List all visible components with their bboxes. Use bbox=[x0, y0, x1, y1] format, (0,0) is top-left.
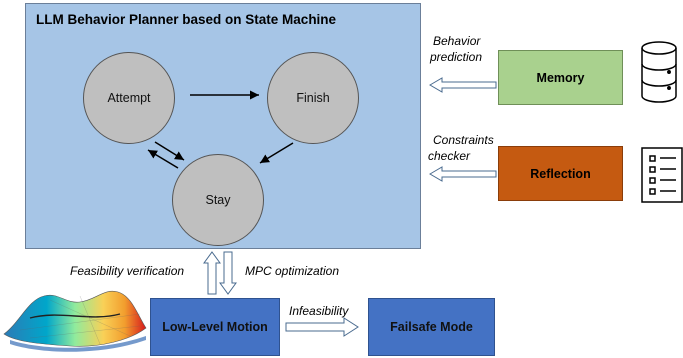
memory-label: Memory bbox=[536, 70, 585, 85]
state-finish-label: Finish bbox=[296, 91, 330, 105]
state-attempt-label: Attempt bbox=[107, 91, 151, 105]
hollow-arrow-mpc-down bbox=[219, 251, 237, 295]
arrow-stay-to-attempt bbox=[147, 149, 179, 169]
planner-title: LLM Behavior Planner based on State Mach… bbox=[36, 12, 337, 27]
behavior-prediction-label-line1: Behavior bbox=[433, 34, 481, 48]
checklist-icon bbox=[641, 147, 683, 203]
state-stay: Stay bbox=[172, 154, 264, 246]
hollow-arrow-memory-to-planner bbox=[429, 77, 497, 93]
failsafe-mode-box: Failsafe Mode bbox=[368, 298, 495, 356]
hollow-arrow-feasibility-up bbox=[203, 251, 221, 295]
hollow-arrow-reflection-to-planner bbox=[429, 166, 497, 182]
arrow-finish-to-stay bbox=[259, 142, 294, 164]
state-attempt: Attempt bbox=[83, 52, 175, 144]
behavior-prediction-label-line2: prediction bbox=[430, 50, 483, 64]
reflection-label: Reflection bbox=[530, 166, 591, 181]
reflection-box: Reflection bbox=[498, 146, 623, 201]
arrow-attempt-to-stay bbox=[154, 141, 185, 161]
constraints-checker-label-line1: Constraints bbox=[433, 133, 494, 147]
hollow-arrow-infeasibility bbox=[285, 317, 359, 337]
low-level-motion-label: Low-Level Motion bbox=[162, 320, 268, 334]
constraints-checker-label-line2: checker bbox=[428, 149, 471, 163]
failsafe-mode-label: Failsafe Mode bbox=[390, 320, 473, 334]
low-level-motion-box: Low-Level Motion bbox=[150, 298, 280, 356]
state-finish: Finish bbox=[267, 52, 359, 144]
infeasibility-label: Infeasibility bbox=[289, 304, 349, 318]
database-icon bbox=[641, 41, 677, 103]
feasibility-verification-label: Feasibility verification bbox=[70, 264, 185, 278]
state-stay-label: Stay bbox=[205, 193, 231, 207]
mpc-optimization-label: MPC optimization bbox=[245, 264, 340, 278]
terrain-surface-icon bbox=[3, 290, 147, 352]
memory-box: Memory bbox=[498, 50, 623, 105]
